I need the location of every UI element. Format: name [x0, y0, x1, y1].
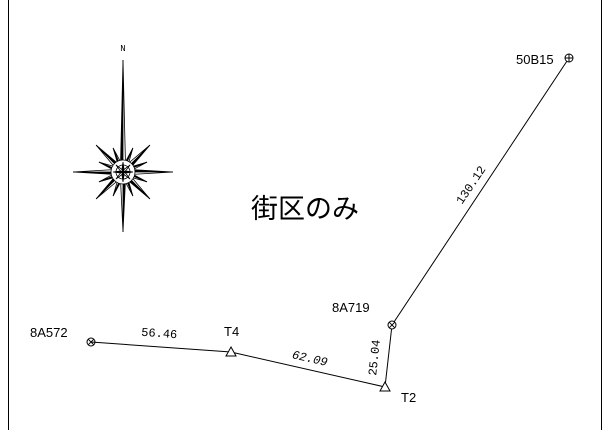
marker-50B15 — [564, 53, 574, 63]
point-label-50B15: 50B15 — [516, 52, 554, 67]
compass-rose-icon — [72, 59, 174, 233]
point-label-8A572: 8A572 — [30, 325, 68, 340]
marker-8A572 — [86, 337, 96, 347]
point-label-T2: T2 — [401, 390, 416, 405]
distance-label-T2-8A719: 25.04 — [366, 339, 384, 376]
distance-label-8A572-T4: 56.46 — [141, 326, 178, 342]
segment-8A572-T4 — [90, 341, 232, 353]
marker-T2 — [379, 380, 391, 392]
marker-8A719 — [387, 320, 397, 330]
block-title: 街区のみ — [251, 194, 359, 224]
point-label-T4: T4 — [224, 324, 239, 339]
north-label: N — [120, 44, 125, 54]
segment-T4-T2 — [230, 351, 386, 388]
marker-T4 — [225, 345, 237, 357]
point-label-8A719: 8A719 — [332, 300, 370, 315]
traverse-lines — [90, 57, 570, 388]
segment-T2-8A719 — [384, 324, 393, 388]
segment-8A719-50B15 — [391, 57, 570, 326]
